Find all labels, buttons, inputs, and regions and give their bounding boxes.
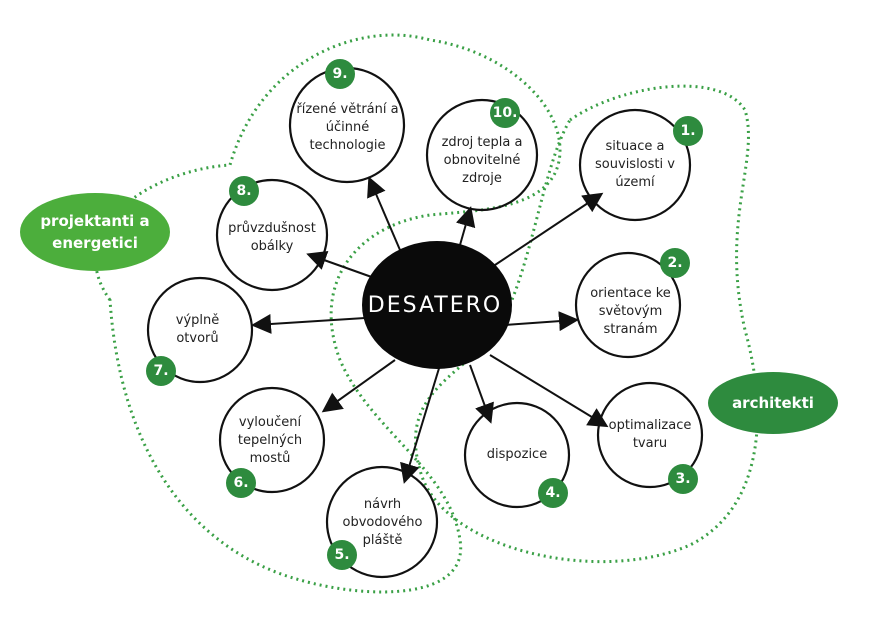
node-8-badge: 8. bbox=[229, 176, 259, 206]
node-8-label: průvzdušnost obálky bbox=[228, 220, 316, 254]
group-designers: projektanti a energetici bbox=[20, 193, 170, 271]
node-6-badge: 6. bbox=[226, 468, 256, 498]
node-7-badge: 7. bbox=[146, 356, 176, 386]
center-blob bbox=[362, 241, 512, 369]
node-circles bbox=[146, 66, 704, 579]
node-10-badge: 10. bbox=[490, 98, 520, 128]
node-5-label: návrh obvodového pláště bbox=[342, 496, 423, 548]
node-4-badge: 4. bbox=[538, 478, 568, 508]
center-label: DESATERO bbox=[367, 292, 503, 318]
group-architects: architekti bbox=[708, 372, 838, 434]
node-6-label: vyloučení tepelných mostů bbox=[237, 414, 303, 466]
node-7-label: výplně otvorů bbox=[175, 313, 220, 346]
node-2-label: orientace ke světovým stranám bbox=[590, 286, 671, 337]
designers-boundary bbox=[94, 33, 562, 594]
node-9-badge: 9. bbox=[325, 59, 355, 89]
node-1-label: situace a souvislosti v území bbox=[595, 139, 675, 190]
node-3-badge: 3. bbox=[668, 464, 698, 494]
node-2-badge: 2. bbox=[660, 248, 690, 278]
node-4-label: dispozice bbox=[486, 447, 548, 462]
node-5-badge: 5. bbox=[327, 540, 357, 570]
node-10-label: zdroj tepla a obnovitelné zdroje bbox=[441, 134, 523, 186]
node-3-label: optimalizace tvaru bbox=[608, 418, 692, 451]
node-1-badge: 1. bbox=[673, 116, 703, 146]
node-9-label: řízené větrání a účinné technologie bbox=[296, 101, 399, 153]
